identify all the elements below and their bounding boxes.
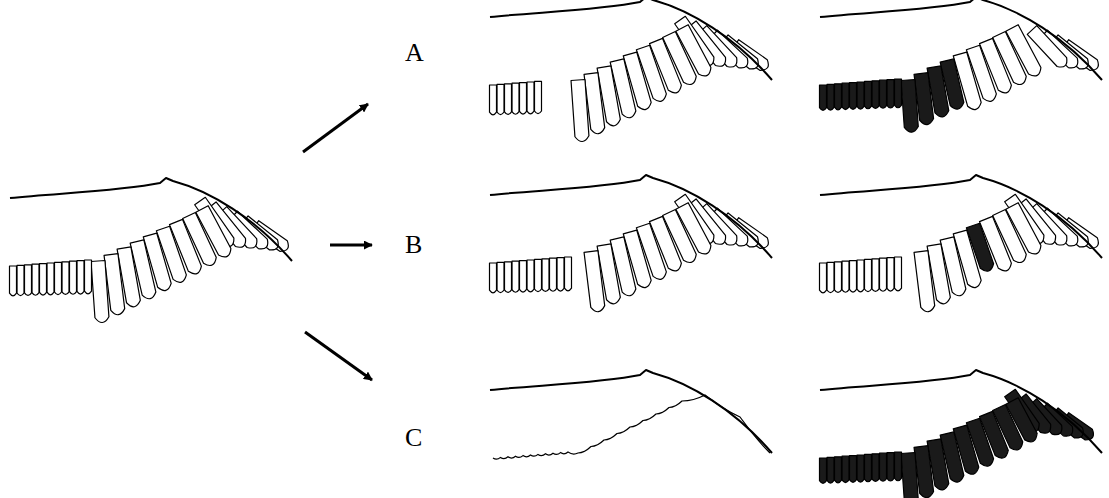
flight-feather [527, 82, 534, 114]
wings [10, 0, 1103, 498]
flight-feather [827, 262, 834, 292]
flight-feather [842, 83, 849, 109]
flight-feather [17, 265, 24, 295]
flight-feather [557, 258, 564, 291]
flight-feather [835, 84, 842, 110]
flight-feather [857, 260, 864, 292]
flight-feather [10, 266, 17, 296]
flight-feather [527, 260, 534, 292]
bird-wing [490, 175, 773, 313]
flight-feather [887, 258, 894, 291]
flight-feather [490, 85, 497, 115]
wing-leading-edge [820, 370, 1102, 453]
panel-letter: C [405, 425, 422, 451]
flight-feather [895, 452, 902, 481]
flight-feather [91, 261, 109, 323]
flight-feather [571, 80, 589, 142]
flight-feather [820, 263, 827, 293]
flight-feather [872, 81, 879, 109]
flight-feather [880, 80, 887, 108]
feather-base-line [493, 395, 770, 459]
panel-letter: B [405, 232, 422, 258]
flight-feather [842, 261, 849, 292]
flight-feather [85, 260, 92, 294]
flight-feather [520, 83, 527, 114]
wing-leading-edge [820, 0, 1102, 80]
wing-leading-edge [490, 0, 772, 80]
flight-feather [865, 454, 872, 481]
bird-wing [820, 175, 1103, 313]
arrows [303, 104, 372, 380]
flight-feather [865, 259, 872, 291]
bird-wing [10, 178, 293, 323]
arrow [305, 332, 372, 380]
flight-feather [901, 453, 919, 498]
flight-feather [827, 84, 834, 110]
bird-wing [820, 0, 1103, 133]
flight-feather [550, 258, 557, 291]
flight-feather [895, 79, 902, 108]
flight-feather [901, 80, 919, 133]
bird-wing [490, 0, 773, 142]
flight-feather [25, 265, 32, 296]
flight-feather [880, 258, 887, 291]
flight-feather [820, 458, 827, 483]
flight-feather [872, 454, 879, 482]
flight-feather [77, 261, 84, 294]
flight-feather [820, 85, 827, 110]
wing-leading-edge [490, 370, 772, 453]
flight-feather [865, 81, 872, 108]
flight-feather [70, 261, 77, 294]
flight-feather [850, 261, 857, 292]
flight-feather [542, 259, 549, 292]
arrow [303, 104, 368, 152]
flight-feather [497, 84, 504, 114]
flight-feather [857, 82, 864, 109]
wing-leading-edge [490, 175, 772, 258]
flight-feather [512, 83, 519, 114]
flight-feather [872, 259, 879, 292]
flight-feather [914, 251, 935, 313]
flight-feather [497, 262, 504, 292]
flight-feather [512, 261, 519, 292]
bird-wing [490, 370, 772, 459]
flight-feather [535, 259, 542, 291]
flight-feather [887, 80, 894, 108]
flight-feather [505, 262, 512, 293]
flight-feather [505, 84, 512, 115]
flight-feather [520, 261, 527, 292]
flight-feather [850, 456, 857, 483]
flight-feather [895, 257, 902, 291]
wing-leading-edge [820, 175, 1102, 258]
flight-feather [47, 263, 54, 295]
wing-leading-edge [10, 178, 292, 261]
flight-feather [40, 264, 47, 295]
flight-feather [835, 457, 842, 483]
flight-feather [850, 83, 857, 110]
flight-feather [880, 453, 887, 481]
bird-wing [820, 370, 1103, 498]
flight-feather [584, 251, 605, 313]
flight-feather [55, 262, 62, 294]
flight-feather [835, 262, 842, 293]
flight-feather [887, 453, 894, 481]
flight-feather [842, 456, 849, 482]
flight-feather [827, 457, 834, 483]
arrow [330, 244, 372, 247]
flight-feather [857, 455, 864, 482]
flight-feather [535, 81, 542, 113]
flight-feather [32, 264, 39, 295]
flight-feather [565, 257, 572, 291]
flight-feather [62, 262, 69, 295]
flight-feather [490, 263, 497, 293]
panel-letter: A [405, 40, 424, 66]
